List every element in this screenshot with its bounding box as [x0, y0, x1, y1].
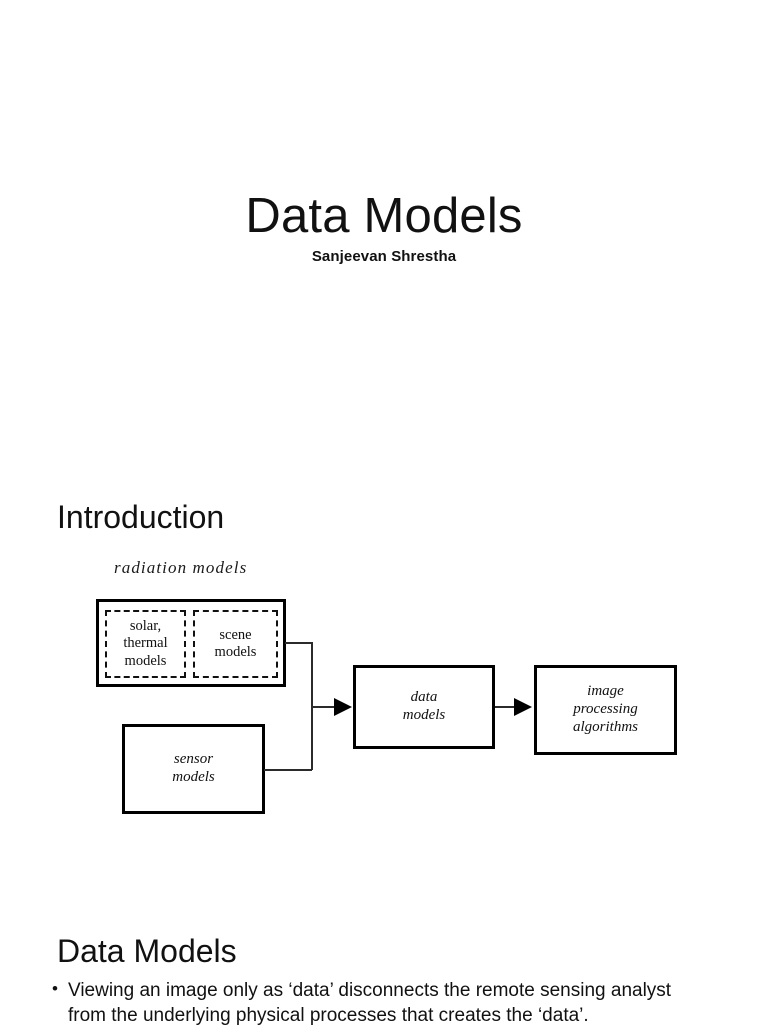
node-solar-thermal-line-2: thermal — [123, 635, 168, 652]
connector-data-to-image-processing — [495, 706, 517, 708]
connector-radiation-to-junction — [285, 642, 313, 644]
introduction-slide: Introduction radiation models solar, the… — [0, 440, 768, 880]
node-image-processing-line-3: algorithms — [572, 718, 638, 735]
arrowhead-into-data-models-icon — [334, 698, 352, 716]
data-models-flow-diagram: radiation models solar, thermal models s… — [88, 558, 708, 848]
node-sensor-models: sensor models — [122, 724, 265, 814]
node-image-processing-line-2: processing — [573, 701, 638, 718]
list-item: Viewing an image only as ‘data’ disconne… — [50, 978, 710, 1029]
node-scene-models-line-1: scene — [219, 626, 252, 643]
node-solar-thermal-line-1: solar, — [129, 617, 162, 634]
connector-sensor-to-junction — [264, 769, 312, 771]
data-models-heading: Data Models — [57, 932, 237, 969]
node-sensor-models-line-2: models — [172, 769, 215, 785]
node-solar-thermal-models: solar, thermal models — [105, 610, 186, 678]
author-name: Sanjeevan Shrestha — [311, 248, 457, 265]
node-scene-models: scene models — [193, 610, 278, 678]
node-data-models: data models — [353, 665, 495, 749]
node-data-models-line-1: data — [410, 689, 438, 706]
node-sensor-models-line-1: sensor — [173, 751, 214, 768]
node-solar-thermal-line-3: models — [124, 652, 167, 669]
data-models-slide: Data Models Viewing an image only as ‘da… — [0, 880, 768, 1027]
page-title: Data Models — [245, 188, 523, 243]
connector-junction-to-data — [311, 706, 337, 708]
introduction-heading: Introduction — [57, 498, 225, 535]
node-image-processing-line-1: image — [587, 683, 624, 700]
node-image-processing-algorithms: image processing algorithms — [534, 665, 677, 755]
node-data-models-line-2: models — [402, 707, 446, 723]
figure-caption-radiation-models: radiation models — [114, 558, 248, 577]
data-models-bullet-list: Viewing an image only as ‘data’ disconne… — [50, 978, 710, 1029]
node-scene-models-line-2: models — [214, 644, 257, 660]
arrowhead-into-image-processing-icon — [514, 698, 532, 716]
title-slide: Data Models Sanjeevan Shrestha — [0, 0, 768, 440]
